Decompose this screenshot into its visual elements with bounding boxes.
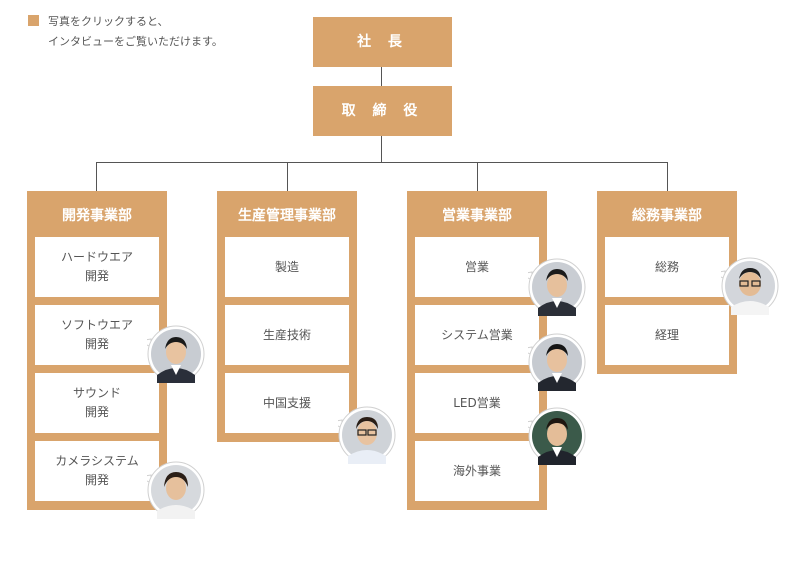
connector-line (477, 162, 478, 191)
section-software-development: ソフトウエア 開発 (35, 305, 159, 365)
department-development: 開発事業部 ハードウエア 開発 ソフトウエア 開発 サウンド 開発 カメラシステ… (27, 191, 167, 510)
interview-photo-software[interactable] (137, 325, 205, 383)
section-label: 営業 (464, 259, 489, 274)
section-production-engineering: 生産技術 (225, 305, 349, 365)
president-box: 社 長 (313, 17, 452, 67)
section-label-line1: ハードウエア (60, 250, 133, 264)
connector-line (287, 162, 288, 191)
section-label: 中国支援 (262, 395, 311, 410)
section-label-line1: カメラシステム (55, 454, 139, 468)
section-label: 総務 (654, 259, 679, 274)
section-china-support: 中国支援 (225, 373, 349, 433)
section-led-sales: LED営業 (415, 373, 539, 433)
department-title: 開発事業部 (62, 208, 132, 224)
section-manufacturing: 製造 (225, 237, 349, 297)
president-label: 社 長 (357, 34, 408, 50)
connector-line (667, 162, 668, 191)
connector-line (96, 162, 668, 163)
section-label-line2: 開発 (84, 269, 109, 283)
instruction-text-line1: 写真をクリックすると、 (48, 15, 169, 28)
interview-photo-general-affairs[interactable] (711, 257, 779, 315)
section-label: 製造 (274, 259, 299, 274)
connector-line (96, 162, 97, 191)
section-label: システム営業 (441, 327, 513, 342)
section-label: LED営業 (453, 395, 501, 410)
interview-photo-system-sales[interactable] (518, 333, 586, 391)
department-title: 生産管理事業部 (238, 208, 336, 224)
instruction-text-line2: インタビューをご覧いただけます。 (48, 35, 223, 48)
department-sales: 営業事業部 営業 システム営業 LED営業 海外事業 (407, 191, 547, 510)
section-overseas-business: 海外事業 (415, 441, 539, 501)
section-label-line1: サウンド (72, 386, 121, 400)
connector-line (381, 67, 382, 86)
section-hardware-development: ハードウエア 開発 (35, 237, 159, 297)
section-label-line2: 開発 (84, 473, 109, 487)
section-label-line2: 開発 (84, 405, 109, 419)
director-box: 取 締 役 (313, 86, 452, 136)
department-title: 総務事業部 (632, 208, 702, 224)
section-sales: 営業 (415, 237, 539, 297)
bullet-square-icon (28, 15, 39, 26)
section-label: 生産技術 (262, 327, 311, 342)
section-label-line1: ソフトウエア (60, 318, 133, 332)
section-accounting: 経理 (605, 305, 729, 365)
interview-photo-led-sales[interactable] (518, 407, 586, 465)
section-camera-system-development: カメラシステム 開発 (35, 441, 159, 501)
interview-photo-camera-system[interactable] (137, 461, 205, 519)
section-label-line2: 開発 (84, 337, 109, 351)
connector-line (381, 136, 382, 163)
section-label: 経理 (654, 327, 679, 342)
section-system-sales: システム営業 (415, 305, 539, 365)
department-title: 営業事業部 (442, 208, 512, 224)
department-general-affairs: 総務事業部 総務 経理 (597, 191, 737, 374)
interview-photo-sales[interactable] (518, 258, 586, 316)
department-production-management: 生産管理事業部 製造 生産技術 中国支援 (217, 191, 357, 442)
section-general-affairs: 総務 (605, 237, 729, 297)
interview-photo-china-support[interactable] (328, 406, 396, 464)
director-label: 取 締 役 (341, 103, 424, 119)
section-sound-development: サウンド 開発 (35, 373, 159, 433)
section-label: 海外事業 (452, 463, 501, 478)
